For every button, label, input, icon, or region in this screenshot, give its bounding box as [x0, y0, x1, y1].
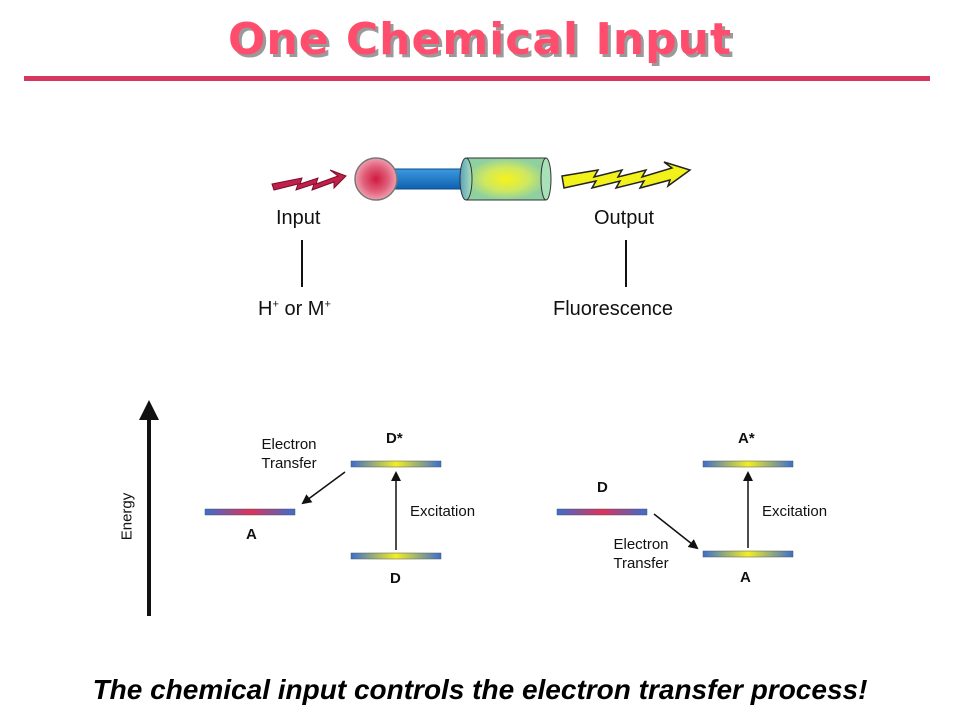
right-transfer-label-line2: Transfer — [613, 555, 669, 572]
right-acceptor-excited-level — [702, 460, 794, 468]
left-donor-ground-level — [350, 552, 442, 560]
right-lower-level-label: A — [740, 569, 751, 586]
input-ion-m-charge: + — [324, 298, 331, 311]
input-bolt-icon — [271, 169, 347, 191]
left-donor-excited-level — [350, 460, 442, 468]
title-underline — [24, 76, 930, 81]
left-lower-level-label: D — [390, 570, 401, 587]
left-transfer-label-line2: Transfer — [261, 455, 317, 472]
bottom-caption: The chemical input controls the electron… — [92, 674, 868, 705]
page-title: One Chemical Input — [228, 14, 732, 65]
input-value: H+ or M+ — [258, 298, 331, 321]
right-transfer-label-line1: Electron — [613, 536, 669, 553]
energy-axis-label: Energy — [118, 492, 136, 541]
left-side-level-label: A — [246, 526, 257, 543]
left-acceptor-level — [204, 508, 296, 516]
right-donor-level — [556, 508, 648, 516]
right-side-level-label: D — [597, 479, 608, 496]
input-ion-h-charge: + — [272, 298, 279, 311]
input-ion-h: H — [258, 298, 273, 320]
right-excitation-label: Excitation — [762, 503, 828, 520]
right-acceptor-ground-level — [702, 550, 794, 558]
output-label: Output — [594, 207, 655, 229]
left-transfer-label-line1: Electron — [261, 436, 317, 453]
energy-axis-arrowhead-icon — [139, 400, 159, 420]
molecule-icon — [354, 157, 552, 201]
right-transfer-arrow — [653, 513, 699, 550]
output-value: Fluorescence — [553, 298, 674, 320]
input-label: Input — [276, 207, 321, 229]
output-bolt-icon — [561, 161, 692, 190]
right-upper-level-label: A* — [738, 430, 755, 447]
left-transfer-arrow — [301, 471, 346, 505]
left-excitation-label: Excitation — [410, 503, 476, 520]
left-upper-level-label: D* — [386, 430, 403, 447]
input-ion-or-m: or M — [278, 298, 325, 320]
